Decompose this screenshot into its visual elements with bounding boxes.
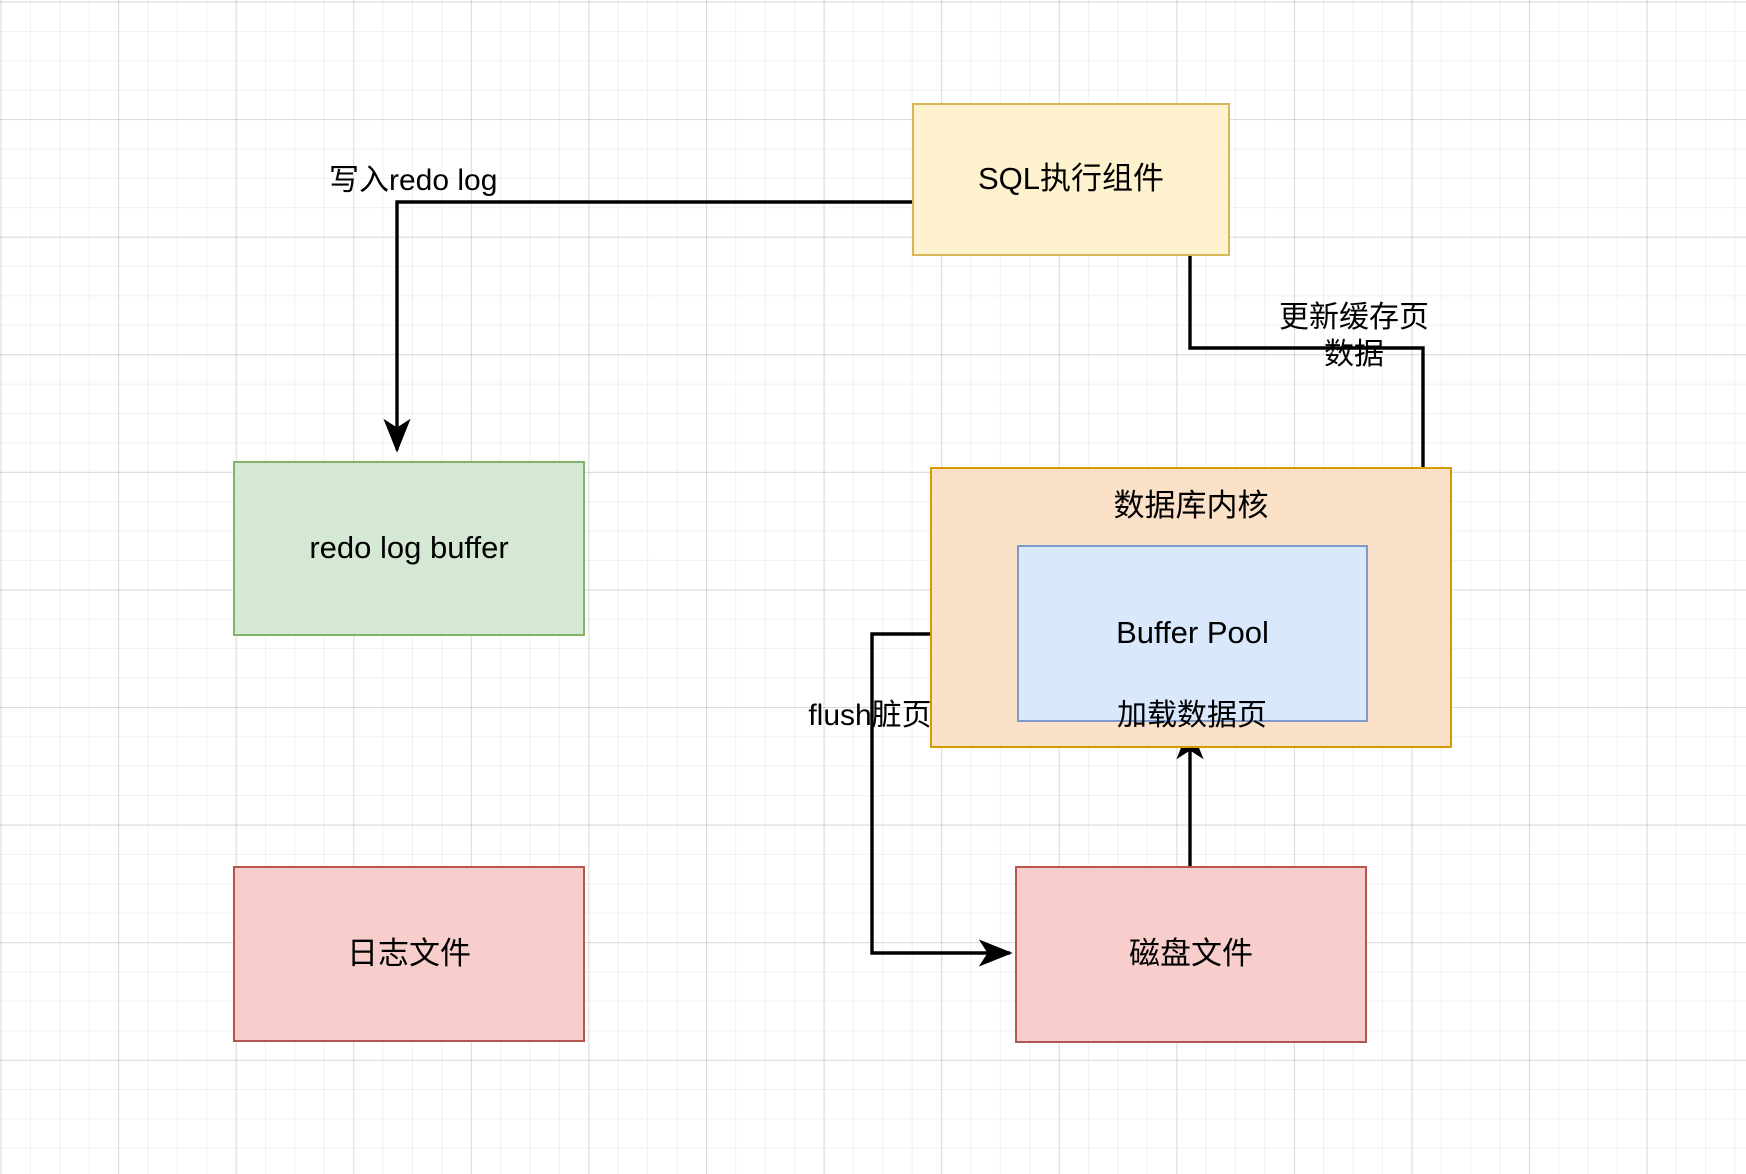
node-redo-log-buffer-label: redo log buffer bbox=[309, 530, 509, 566]
edge-sql-to-redo-buffer bbox=[383, 200, 912, 453]
edge-label-write-redo-log: 写入redo log bbox=[329, 164, 498, 197]
edge-label-load-data-page: 加载数据页 bbox=[1117, 699, 1267, 732]
node-sql-executor-label: SQL执行组件 bbox=[977, 161, 1165, 197]
edge-label-update-cache-page-data: 更新缓存页 数据 bbox=[1279, 301, 1429, 371]
node-buffer-pool-label: Buffer Pool bbox=[1116, 615, 1269, 651]
node-buffer-pool[interactable]: Buffer Pool bbox=[1017, 545, 1368, 722]
node-log-file-label: 日志文件 bbox=[347, 935, 471, 971]
node-sql-executor[interactable]: SQL执行组件 bbox=[912, 103, 1230, 256]
node-disk-file[interactable]: 磁盘文件 bbox=[1015, 866, 1367, 1043]
node-db-kernel-label: 数据库内核 bbox=[1113, 488, 1269, 523]
edge-label-flush-dirty-page: flush脏页 bbox=[808, 699, 932, 732]
node-redo-log-buffer[interactable]: redo log buffer bbox=[233, 461, 585, 636]
node-log-file[interactable]: 日志文件 bbox=[233, 866, 585, 1042]
node-disk-file-label: 磁盘文件 bbox=[1129, 936, 1253, 972]
